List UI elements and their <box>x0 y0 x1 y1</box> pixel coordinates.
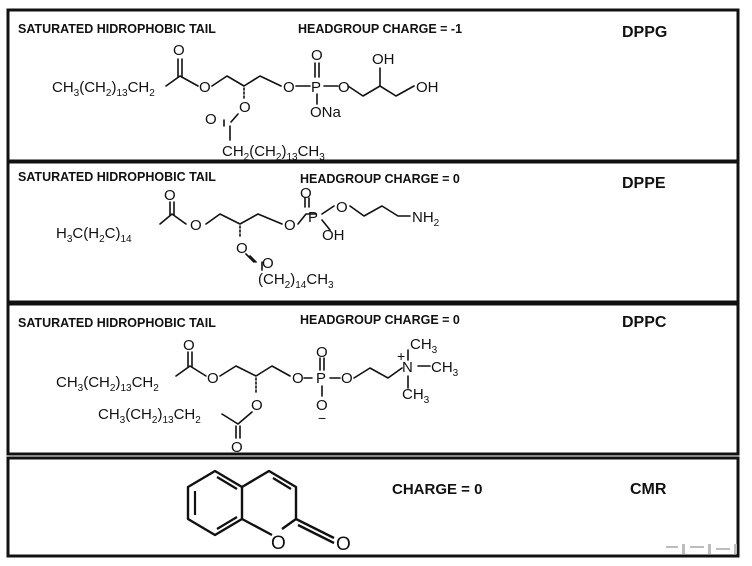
charge-label: HEADGROUP CHARGE = 0 <box>300 313 460 327</box>
panel-cmr: CHARGE = 0 CMR O O <box>6 456 740 558</box>
tail-label: SATURATED HIDROPHOBIC TAIL <box>18 316 216 330</box>
atom-o: O <box>183 337 195 354</box>
atom-o: O <box>231 439 243 456</box>
atom-o: O <box>341 370 353 387</box>
tail-chain-2: CH2(CH2)13CH3 <box>222 143 325 163</box>
atom-ona: ONa <box>310 104 342 121</box>
atom-oh: OH <box>372 51 395 68</box>
watermark-glyph <box>666 544 737 554</box>
panel-cmr-border <box>6 456 740 558</box>
plus-charge: + <box>397 348 405 364</box>
atom-o: O <box>284 217 296 234</box>
atom-o: O <box>251 397 263 414</box>
coumarin-structure <box>186 469 335 545</box>
atom-o: O <box>311 47 323 64</box>
molecule-code: DPPC <box>622 314 667 331</box>
panel-dppc-border <box>6 302 740 456</box>
atom-o: O <box>336 534 351 555</box>
atom-o-minus: O <box>316 397 328 414</box>
panel-dppg: SATURATED HIDROPHOBIC TAIL HEADGROUP CHA… <box>6 8 740 163</box>
atom-o: O <box>205 111 217 128</box>
atom-p: P <box>316 370 326 387</box>
atom-o: O <box>316 344 328 361</box>
tail-chain-1: H3C(H2C)14 <box>56 225 132 245</box>
atom-n: N <box>402 359 413 376</box>
panel-dppe: SATURATED HIDROPHOBIC TAIL HEADGROUP CHA… <box>6 160 740 304</box>
tail-chain-2: (CH2)14CH3 <box>258 271 334 291</box>
atom-o: O <box>239 99 251 116</box>
tail-chain-1: CH3(CH2)13CH2 <box>52 79 155 99</box>
atom-o: O <box>283 79 295 96</box>
tail-label: SATURATED HIDROPHOBIC TAIL <box>18 170 216 184</box>
molecule-code: CMR <box>630 481 667 498</box>
atom-o: O <box>164 187 176 204</box>
atom-o: O <box>338 79 350 96</box>
atom-o: O <box>271 533 286 554</box>
charge-label: CHARGE = 0 <box>392 481 482 498</box>
atom-o: O <box>336 199 348 216</box>
dppc-structure <box>175 349 431 439</box>
atom-nh2: NH2 <box>412 209 440 229</box>
methyl-group: CH3 <box>402 386 430 406</box>
atom-o: O <box>207 370 219 387</box>
charge-label: HEADGROUP CHARGE = 0 <box>300 172 460 186</box>
atom-o: O <box>262 255 274 272</box>
atom-o: O <box>199 79 211 96</box>
atom-p: P <box>308 209 318 226</box>
atom-oh: OH <box>416 79 439 96</box>
tail-chain-1: CH3(CH2)13CH2 <box>56 374 159 394</box>
tail-chain-2: CH3(CH2)13CH2 <box>98 406 201 426</box>
methyl-group: CH3 <box>431 359 459 379</box>
molecule-code: DPPE <box>622 175 666 192</box>
dppe-structure <box>159 197 411 271</box>
tail-label: SATURATED HIDROPHOBIC TAIL <box>18 22 216 36</box>
atom-o: O <box>300 185 312 202</box>
atom-p: P <box>311 79 321 96</box>
panel-dppg-border <box>6 8 740 163</box>
atom-o: O <box>190 217 202 234</box>
charge-label: HEADGROUP CHARGE = -1 <box>298 22 462 36</box>
methyl-group: CH3 <box>410 336 438 356</box>
panel-dppc: SATURATED HIDROPHOBIC TAIL HEADGROUP CHA… <box>6 302 740 456</box>
atom-oh: OH <box>322 227 345 244</box>
dppg-structure <box>165 58 415 141</box>
minus-charge: − <box>318 410 326 426</box>
molecule-code: DPPG <box>622 24 667 41</box>
atom-o: O <box>292 370 304 387</box>
panel-dppe-border <box>6 160 740 304</box>
atom-o: O <box>173 42 185 59</box>
atom-o: O <box>236 240 248 257</box>
